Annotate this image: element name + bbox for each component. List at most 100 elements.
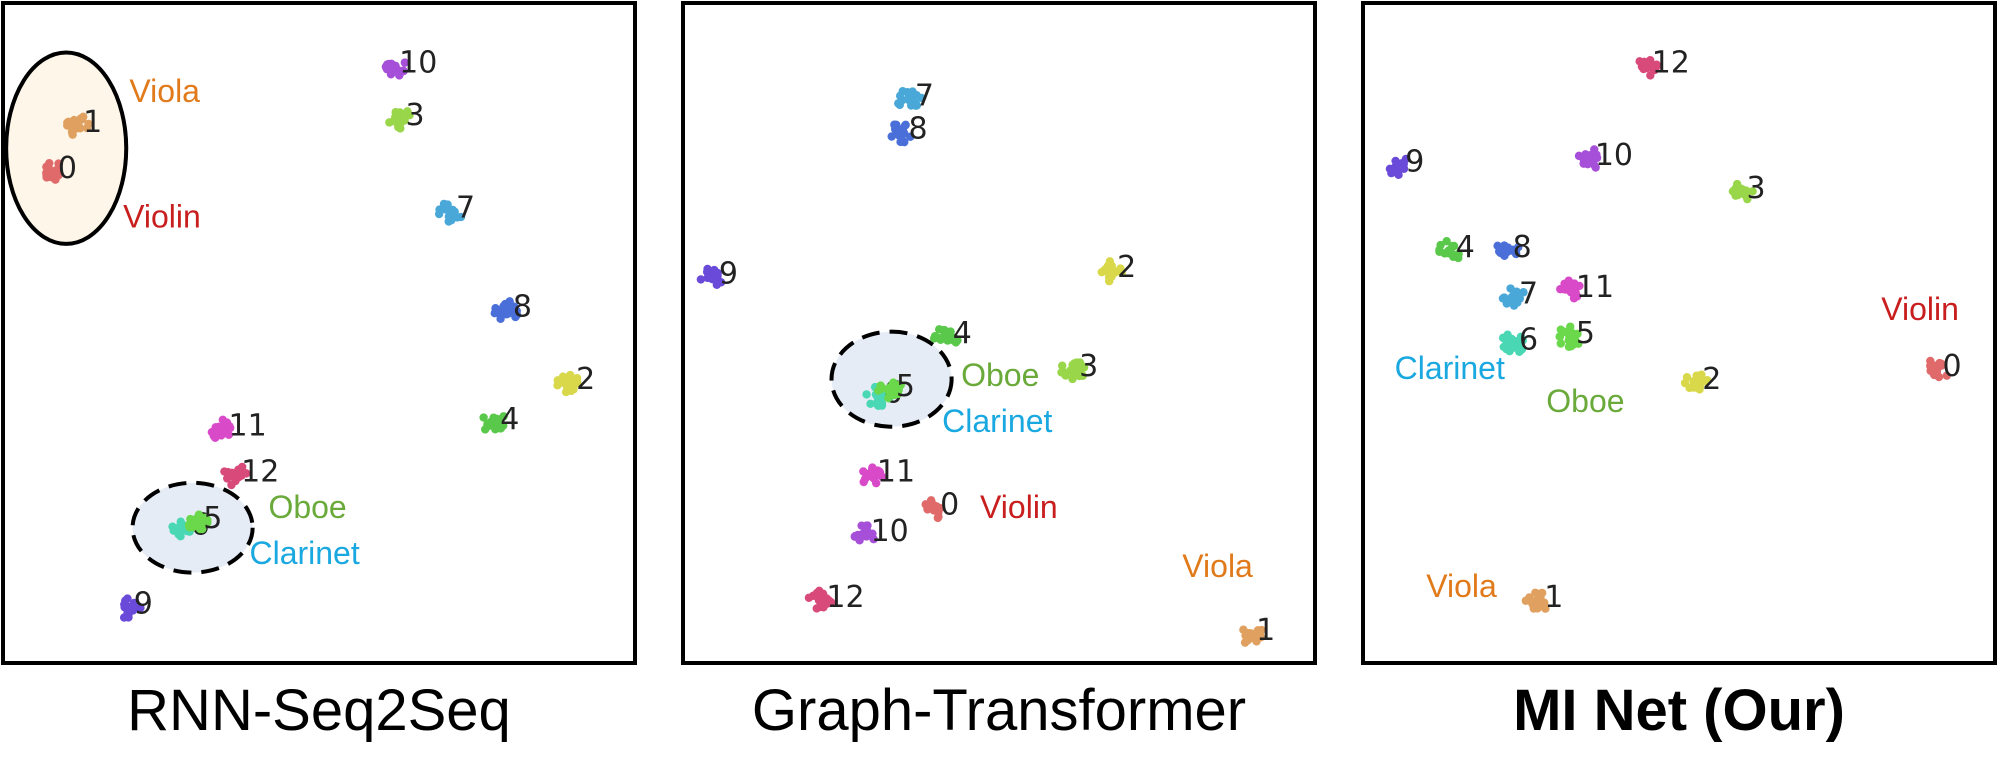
cluster-label: 9 [134, 587, 153, 622]
point [1076, 365, 1085, 375]
instrument-label-oboe: Oboe [961, 357, 1039, 393]
point [1583, 159, 1592, 169]
cluster-label: 0 [1942, 349, 1961, 384]
point [814, 596, 824, 605]
panel-caption: MI Net (Our) [1513, 678, 1845, 743]
cluster-label: 7 [1519, 276, 1538, 311]
point [63, 118, 72, 127]
point [1540, 598, 1549, 607]
cluster-label: 8 [1513, 230, 1532, 265]
point [1646, 71, 1655, 80]
instrument-label-oboe: Oboe [268, 489, 346, 525]
point [1572, 292, 1582, 301]
cluster-0: 0 [921, 488, 959, 523]
instrument-label-violin: Violin [980, 489, 1058, 525]
point [859, 467, 868, 476]
point [1069, 359, 1079, 368]
cluster-label: 2 [576, 362, 595, 397]
cluster-8: 8 [887, 111, 928, 147]
point [894, 99, 903, 108]
point [933, 513, 943, 523]
cluster-8: 8 [490, 290, 532, 325]
cluster-label: 9 [1405, 144, 1424, 179]
point [129, 598, 139, 608]
point [197, 520, 207, 529]
cluster-label: 4 [500, 402, 519, 437]
point [506, 303, 516, 312]
point [906, 132, 915, 141]
point [386, 65, 395, 74]
cluster-10: 10 [381, 45, 437, 80]
panel-caption: RNN-Seq2Seq [127, 678, 511, 743]
point [69, 115, 79, 125]
point [1537, 589, 1546, 598]
cluster-label: 4 [1456, 230, 1475, 265]
cluster-label: 10 [1595, 138, 1633, 173]
point [917, 93, 926, 103]
cluster-0: 0 [42, 151, 77, 186]
point [804, 593, 814, 602]
point [871, 478, 881, 488]
instrument-label-clarinet: Clarinet [942, 403, 1052, 439]
point [1556, 339, 1565, 348]
point [1564, 276, 1573, 285]
point [74, 121, 83, 130]
cluster-5: 5 [184, 501, 222, 536]
point [220, 467, 229, 476]
point [562, 382, 572, 392]
point [1508, 340, 1518, 349]
instrument-label-viola: Viola [1426, 568, 1497, 604]
point [1528, 597, 1537, 607]
cluster-label: 5 [896, 369, 915, 404]
cluster-9: 9 [119, 587, 153, 622]
point [1646, 56, 1655, 65]
string-group-ellipse [4, 50, 129, 246]
cluster-9: 9 [1385, 144, 1424, 179]
point [855, 536, 864, 545]
point [1592, 153, 1602, 163]
cluster-label: 12 [241, 455, 279, 490]
point [445, 207, 455, 216]
plot-frame [1361, 1, 1997, 665]
point [896, 137, 905, 147]
point [869, 534, 878, 544]
point [77, 114, 87, 124]
point [49, 168, 58, 177]
point [45, 158, 54, 168]
point [188, 523, 197, 532]
cluster-label: 12 [826, 580, 864, 615]
point [926, 496, 936, 506]
cluster-label: 10 [399, 45, 437, 80]
plot-frame [681, 1, 1317, 665]
point [479, 413, 488, 422]
point [1504, 297, 1513, 306]
point [1443, 247, 1453, 256]
point [51, 175, 60, 184]
cluster-12: 12 [804, 580, 865, 615]
cluster-label: 3 [1079, 349, 1098, 384]
point [1442, 237, 1451, 246]
point [899, 129, 908, 139]
cluster-label: 1 [1256, 613, 1275, 648]
point [898, 87, 907, 96]
cluster-label: 3 [1747, 171, 1766, 206]
point [887, 385, 896, 394]
point [1937, 359, 1947, 369]
point [1566, 322, 1575, 331]
cluster-12: 12 [1635, 45, 1690, 80]
point [1506, 284, 1515, 293]
cluster-6: 6 [1498, 323, 1538, 358]
cluster-label: 11 [877, 455, 915, 490]
point [1700, 377, 1710, 386]
point [391, 107, 400, 117]
point [942, 331, 951, 341]
cluster-label: 5 [1576, 316, 1595, 351]
point [236, 465, 246, 474]
point [862, 529, 872, 538]
point [396, 118, 405, 128]
point [1247, 632, 1256, 641]
cluster-label: 11 [1576, 270, 1614, 305]
point [121, 596, 130, 605]
point [866, 399, 875, 409]
